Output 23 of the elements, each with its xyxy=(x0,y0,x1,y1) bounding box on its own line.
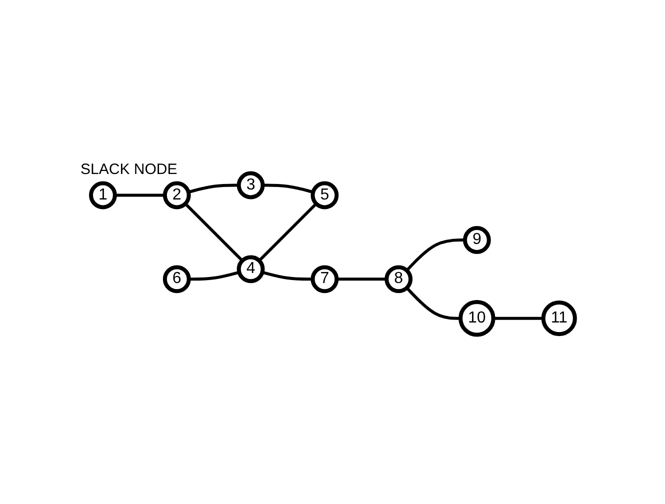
node-circle: 4 xyxy=(236,255,264,284)
connector xyxy=(188,184,238,194)
node-circle: 5 xyxy=(310,181,338,210)
node-circle: 2 xyxy=(162,181,190,210)
node-circle: 11 xyxy=(540,300,576,336)
connector xyxy=(405,286,460,320)
node-circle: 6 xyxy=(162,265,190,294)
connector xyxy=(258,202,317,262)
connector xyxy=(114,194,164,197)
node-circle: 3 xyxy=(236,171,264,200)
node-caption: SLACK NODE xyxy=(80,161,178,180)
connector xyxy=(188,270,240,281)
node-circle: 9 xyxy=(462,226,490,254)
node-circle: 1 xyxy=(88,181,116,210)
connector xyxy=(262,184,314,194)
node-circle: 7 xyxy=(310,265,338,294)
connector xyxy=(336,278,386,281)
connector xyxy=(405,238,464,272)
connector xyxy=(184,202,243,262)
node-circle: 10 xyxy=(458,300,495,337)
connector xyxy=(492,316,543,320)
connector xyxy=(261,270,312,281)
node-circle: 8 xyxy=(384,265,412,294)
